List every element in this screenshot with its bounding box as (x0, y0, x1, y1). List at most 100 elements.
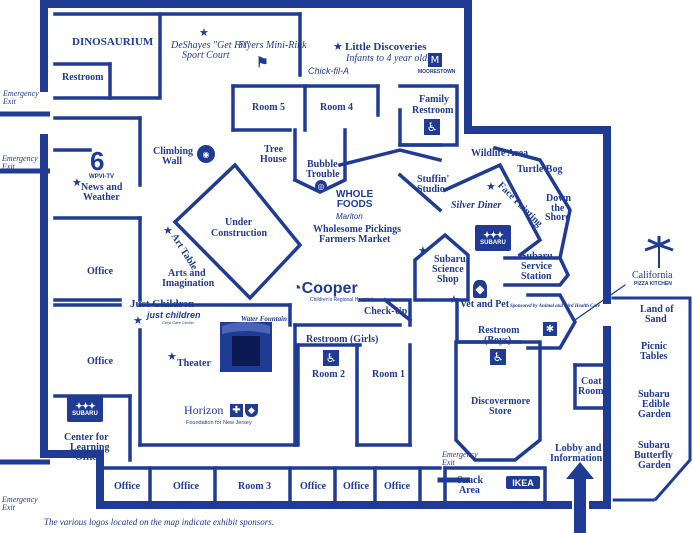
wpvi-logo-number: 6 (90, 146, 105, 176)
cpk-palm-logo (644, 236, 674, 268)
wpvi-logo: WPVI-TV (89, 174, 114, 180)
label-room4[interactable]: Room 4 (320, 102, 354, 113)
label-subaru-butterfly-2[interactable]: Butterfly (634, 450, 673, 461)
horizon-foundation: Foundation for New Jersey (186, 420, 252, 426)
wheelchair-icon: ♿ (424, 119, 440, 135)
label-snack-area-2[interactable]: Area (459, 485, 480, 496)
label-water-fountain[interactable]: Water Fountain (241, 315, 287, 323)
label-subaru-service-2[interactable]: Service (521, 261, 553, 272)
label-center-learning-2[interactable]: Learning (70, 442, 110, 453)
label-under-construction-1[interactable]: Under (225, 217, 253, 228)
label-land-of-sand-1[interactable]: Land of (640, 304, 674, 315)
label-lobby-2[interactable]: Information (550, 453, 603, 464)
label-news-weather-2[interactable]: Weather (83, 192, 120, 203)
label-vet-sponsor: Sponsored by Animal and Bird Health Care (510, 304, 601, 309)
star-icon: ★ (133, 314, 143, 327)
label-tree-house-2[interactable]: House (260, 154, 287, 165)
label-sport-court[interactable]: Sport Court (182, 50, 230, 61)
label-subaru-butterfly-1[interactable]: Subaru (638, 440, 670, 451)
label-stuffin-studio-2[interactable]: Studio (417, 184, 445, 195)
label-turtle-bog[interactable]: Turtle Bog (517, 164, 563, 175)
label-under-construction-2[interactable]: Construction (211, 228, 268, 239)
label-office-1[interactable]: Office (87, 266, 114, 277)
label-room5[interactable]: Room 5 (252, 102, 286, 113)
label-theater[interactable]: Theater (177, 358, 211, 369)
theater-stage-graphic (220, 322, 272, 372)
label-check-up[interactable]: Check-Up (364, 306, 408, 317)
label-down-shore-2[interactable]: the (551, 203, 565, 214)
label-office-bottom-4[interactable]: Office (343, 481, 370, 492)
label-picnic-tables-1[interactable]: Picnic (641, 341, 668, 352)
label-room1[interactable]: Room 1 (372, 369, 406, 380)
label-subaru-edible-2[interactable]: Edible (642, 399, 670, 410)
exit-text: Emergency (2, 154, 38, 163)
label-flyers-mini-rink[interactable]: Flyers Mini-Rink (238, 40, 307, 51)
label-bubble-trouble-1[interactable]: Bubble (307, 159, 338, 170)
label-subaru-service-3[interactable]: Station (521, 271, 552, 282)
label-wholesome-pickings-1[interactable]: Wholesome Pickings (313, 224, 402, 235)
label-little-discoveries[interactable]: Little Discoveries (345, 41, 427, 53)
label-subaru-science-2[interactable]: Science (432, 264, 464, 275)
star-icon: ★ (199, 26, 209, 39)
label-room2[interactable]: Room 2 (312, 369, 346, 380)
flyers-logo-icon: ⚑ (256, 54, 269, 70)
silver-diner-logo: Silver Diner (451, 200, 502, 211)
label-office-bottom-3[interactable]: Office (300, 481, 327, 492)
label-office-2[interactable]: Office (87, 356, 114, 367)
label-family-restroom-1[interactable]: Family (419, 94, 449, 105)
label-lobby-1[interactable]: Lobby and (555, 443, 602, 454)
label-arts-imagination-2[interactable]: Imagination (162, 278, 215, 289)
cooper-text: Cooper (301, 280, 358, 297)
label-center-learning-1[interactable]: Center for (64, 432, 109, 443)
label-restroom-girls[interactable]: Restroom (Girls) (306, 334, 379, 345)
label-down-shore-1[interactable]: Down (546, 193, 572, 204)
label-wildlife-area[interactable]: Wildlife Area (471, 148, 529, 159)
wheelchair-icon: ♿ (490, 349, 506, 365)
label-subaru-science-1[interactable]: Subaru (434, 254, 466, 265)
label-center-learning-3[interactable]: Office (75, 452, 102, 463)
label-subaru-service-1[interactable]: Subaru (521, 251, 553, 262)
label-deshayes[interactable]: DeShayes "Get Fit" (171, 40, 250, 51)
label-land-of-sand-2[interactable]: Sand (645, 314, 667, 325)
label-discovermore-1[interactable]: Discovermore (471, 396, 531, 407)
moorestown-logo: MOORESTOWN (418, 69, 456, 75)
label-news-weather-1[interactable]: News and (81, 182, 123, 193)
label-restroom-boys-2[interactable]: (Boys) (484, 335, 512, 346)
label-infants[interactable]: Infants to 4 year olds (346, 53, 431, 64)
label-down-shore-3[interactable]: Shore (545, 212, 570, 223)
label-subaru-science-3[interactable]: Shop (437, 274, 459, 285)
label-coat-room-1[interactable]: Coat (581, 376, 602, 387)
label-picnic-tables-2[interactable]: Tables (640, 351, 668, 362)
label-climbing-wall-2[interactable]: Wall (162, 156, 183, 167)
label-climbing-wall-1[interactable]: Climbing (153, 146, 194, 157)
label-just-children[interactable]: Just Children (130, 298, 195, 310)
label-snack-area-1[interactable]: Snack (457, 475, 484, 486)
outdoor-area (611, 296, 692, 502)
label-arts-imagination-1[interactable]: Arts and (168, 268, 206, 279)
label-room3[interactable]: Room 3 (238, 481, 272, 492)
label-subaru-edible-3[interactable]: Garden (638, 409, 671, 420)
label-office-bottom-2[interactable]: Office (173, 481, 200, 492)
label-bubble-trouble-2[interactable]: Trouble (306, 169, 340, 180)
entrance-arrow (566, 462, 594, 533)
label-wholesome-pickings-2[interactable]: Farmers Market (319, 234, 391, 245)
blue-cross-icon: ✚ (230, 404, 243, 417)
exit-text: Emergency (3, 89, 39, 98)
whole-foods-marlton: Marlton (336, 212, 363, 221)
label-office-bottom-5[interactable]: Office (384, 481, 411, 492)
chickfila-logo: Chick-fil-A (308, 66, 350, 76)
label-dinosaurium[interactable]: DINOSAURIUM (72, 36, 154, 48)
label-vet-pet[interactable]: Vet and Pet (460, 299, 510, 310)
label-discovermore-2[interactable]: Store (489, 406, 512, 417)
label-subaru-edible-1[interactable]: Subaru (638, 389, 670, 400)
label-tree-house-1[interactable]: Tree (264, 144, 284, 155)
label-family-restroom-2[interactable]: Restroom (412, 105, 454, 116)
label-office-bottom-1[interactable]: Office (114, 481, 141, 492)
label-restroom-boys-1[interactable]: Restroom (478, 325, 520, 336)
label-coat-room-2[interactable]: Room (578, 386, 604, 397)
bubble-sponsor-icon: ◎ (315, 180, 327, 192)
label-stuffin-studio-1[interactable]: Stuffin' (417, 174, 450, 185)
label-subaru-butterfly-3[interactable]: Garden (638, 460, 671, 471)
label-restroom-top-left[interactable]: Restroom (62, 72, 104, 83)
